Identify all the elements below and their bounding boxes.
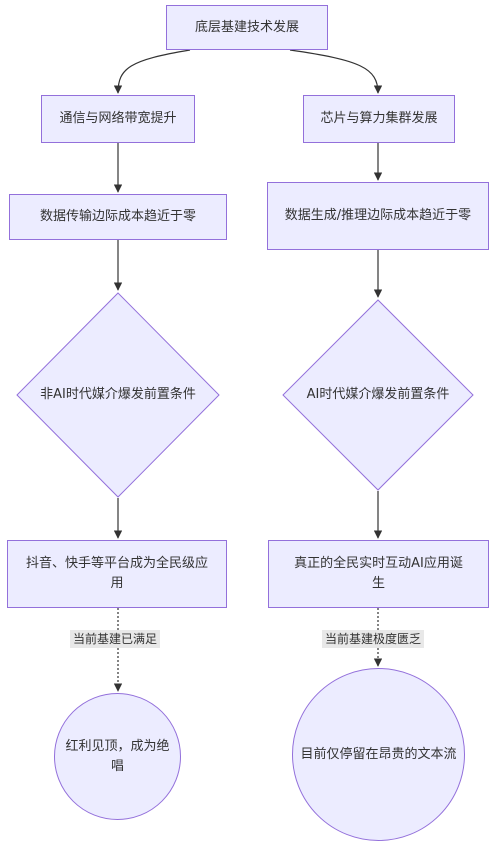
diamond-left-label: 非AI时代媒介爆发前置条件 [40,387,196,402]
edge-label-left: 当前基建已满足 [70,630,161,648]
edge-root-right [289,49,383,94]
node-right-text-stream: 目前仅停留在昂贵的文本流 [292,668,465,841]
diamond-right-shape [282,299,474,491]
diamond-left-shape [16,292,220,498]
node-left-bandwidth: 通信与网络带宽提升 [41,95,195,143]
node-right-realtime-ai-app: 真正的全民实时互动AI应用诞生 [268,540,489,608]
node-root: 底层基建技术发展 [166,5,328,50]
edge-root-left [113,49,191,94]
diamond-right-label: AI时代媒介爆发前置条件 [306,387,450,402]
node-right-generation-cost: 数据生成/推理边际成本趋近于零 [267,182,489,250]
node-left-douyin-kuaishou: 抖音、快手等平台成为全民级应用 [7,540,227,608]
node-left-transfer-cost: 数据传输边际成本趋近于零 [9,194,227,240]
node-left-dividend-end: 红利见顶，成为绝唱 [54,693,181,820]
node-right-compute: 芯片与算力集群发展 [303,95,455,143]
edge-label-right: 当前基建极度匮乏 [322,630,425,648]
